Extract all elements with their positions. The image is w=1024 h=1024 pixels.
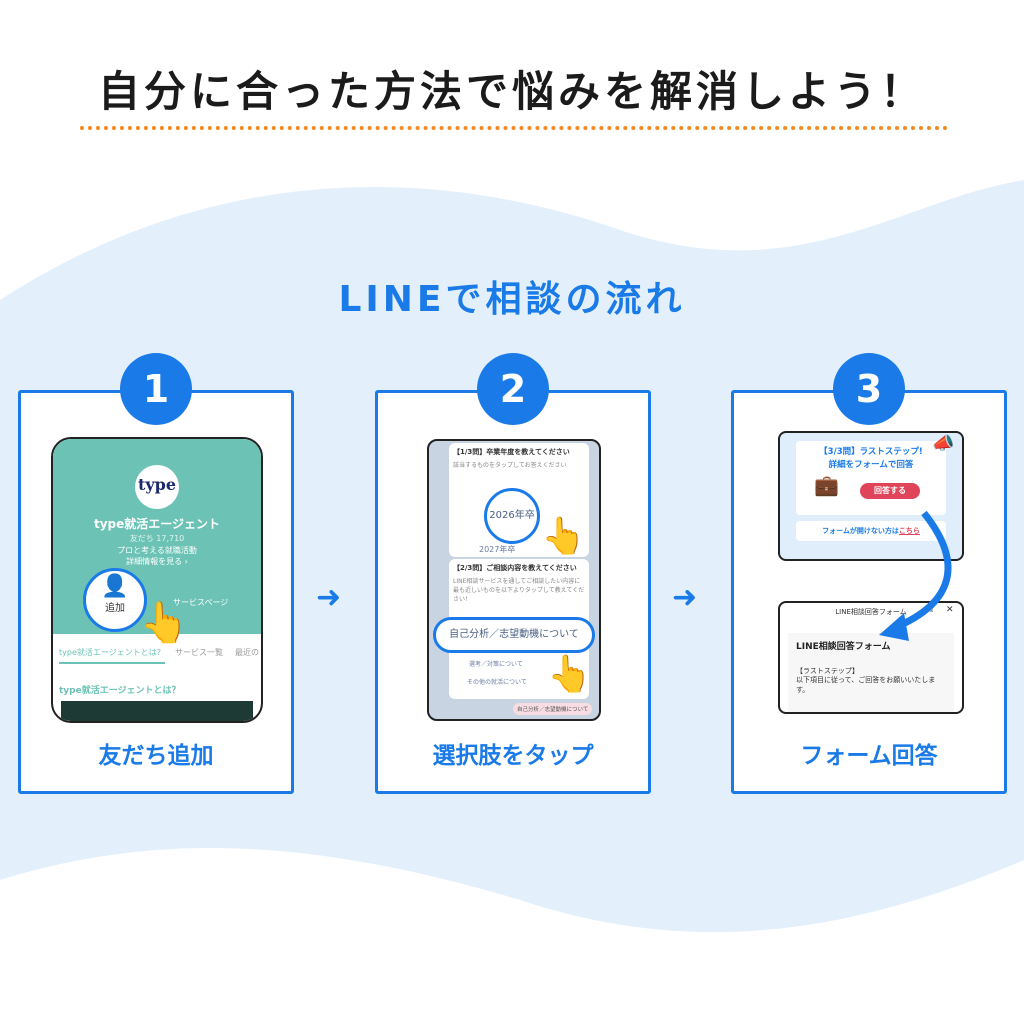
form-title: LINE相談回答フォーム [796,642,891,652]
more-link[interactable]: 詳細情報を見る › [126,557,188,566]
share-icon[interactable]: ⇪ [928,605,936,615]
step-card-3: 【3/3問】ラストステップ! 詳細をフォームで回答 📣 💼 回答する フォームが… [731,390,1007,794]
section-title: LINEで相談の流れ [338,279,686,320]
option-selection[interactable]: 選考／対策について [469,661,523,668]
account-desc: プロと考える就職活動 [117,546,197,555]
option-other[interactable]: その他の就活について [467,679,527,686]
fallback-link[interactable]: こちら [898,527,920,535]
arrow-right-icon: ➜ [672,580,698,615]
account-name: type就活エージェント [93,517,221,531]
question-1: 【1/3問】卒業年度を教えてください [453,448,570,456]
curved-arrow-icon [879,510,952,641]
add-friend-button[interactable]: 👤 追加 [83,568,147,632]
add-user-icon: 👤 [101,574,129,599]
tab-recent[interactable]: 最近の [235,648,259,657]
line-form-banner-screenshot: 【3/3問】ラストステップ! 詳細をフォームで回答 📣 💼 回答する フォームが… [778,431,964,561]
line-chat-screenshot: 【1/3問】卒業年度を教えてください 該当するものをタップしてお答えください 2… [427,439,601,721]
add-label: 追加 [105,603,125,614]
form-step: 【ラストステップ】 [796,667,859,675]
banner-title: 【3/3問】ラストステップ! [819,447,923,457]
banner-subtitle: 詳細をフォームで回答 [828,460,914,470]
banner-image [61,701,253,721]
hand-pointer-icon: 👆 [139,600,189,646]
hand-pointer-icon: 👆 [547,654,592,695]
form-screenshot: LINE相談回答フォーム ⇪ ✕ LINE相談回答フォーム 【ラストステップ】 … [778,601,964,714]
friend-count: 友だち 17,710 [129,534,185,543]
step-label-2: 選択肢をタップ [432,743,594,769]
question-1-desc: 該当するものをタップしてお答えください [453,462,567,469]
close-icon[interactable]: ✕ [946,605,954,615]
fallback-text: フォームが開けない方は [822,527,899,535]
tab-services[interactable]: サービス一覧 [175,648,223,657]
tab-about[interactable]: type就活エージェントとは？ [59,647,165,664]
type-logo: type [135,465,179,509]
step-label-3: フォーム回答 [800,743,938,769]
reply-bubble: 自己分析／志望動機について [513,703,593,715]
form-desc: 以下項目に従って、ご回答をお願いいたします。 [796,676,936,694]
dotted-divider [80,126,948,130]
answer-button[interactable]: 回答する [860,483,920,499]
hand-pointer-icon: 👆 [541,516,586,557]
page-title: 自分に合った方法で悩みを解消しよう！ [97,67,926,116]
step-number-3: 3 [833,353,905,425]
arrow-right-icon: ➜ [316,580,342,615]
line-profile-screenshot: type type就活エージェント 友だち 17,710 プロと考える就職活動 … [51,437,263,723]
form-header: LINE相談回答フォーム [835,608,907,616]
option-2027[interactable]: 2027年卒 [479,545,516,554]
form-fallback: フォームが開けない方はこちら [796,521,946,541]
step-card-2: 【1/3問】卒業年度を教えてください 該当するものをタップしてお答えください 2… [375,390,651,794]
megaphone-icon: 📣 [932,433,955,454]
question-2-desc: LINE相談サービスを通してご相談したい内容に最も近しいものを以下よりタップして… [453,578,585,603]
step-label-1: 友だち追加 [98,743,214,769]
step-number-2: 2 [477,353,549,425]
option-2026[interactable]: 2026年卒 [484,488,540,544]
question-2: 【2/3問】ご相談内容を教えてください [453,564,577,572]
briefcase-icon: 💼 [814,473,839,497]
step-card-1: type type就活エージェント 友だち 17,710 プロと考える就職活動 … [18,390,294,794]
step-number-1: 1 [120,353,192,425]
service-page-button[interactable]: サービスページ [173,598,229,607]
option-self-analysis[interactable]: 自己分析／志望動機について [433,617,595,653]
about-heading: type就活エージェントとは？ [59,686,181,696]
